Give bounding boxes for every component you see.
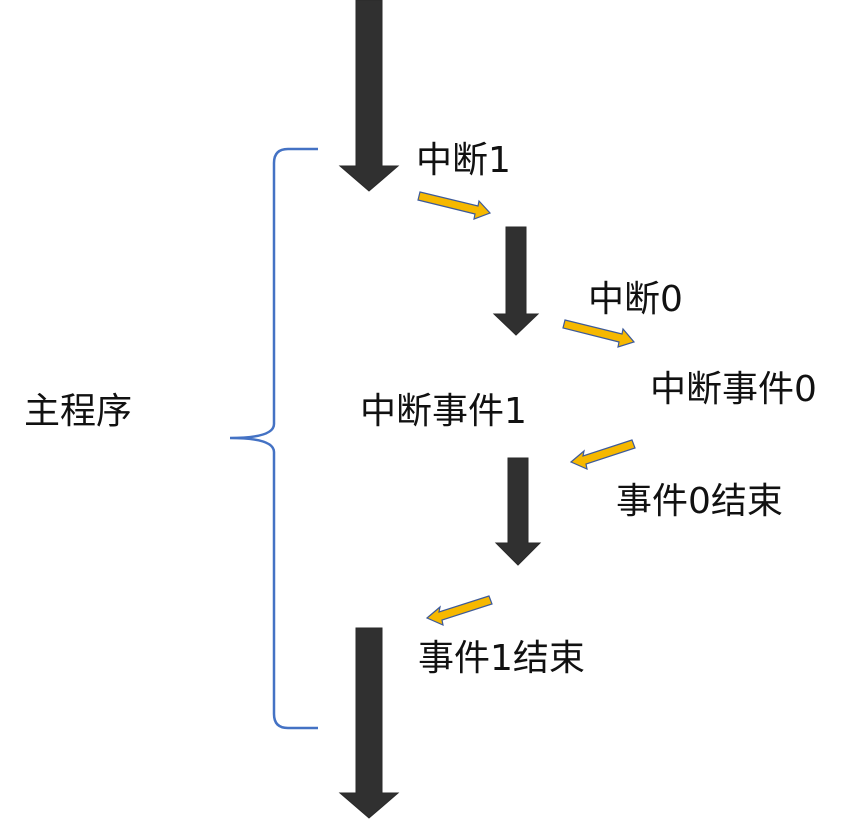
interrupt-event-1-label: 中断事件1 bbox=[360, 391, 527, 432]
event1-return-arrow bbox=[425, 595, 493, 627]
main-program-label: 主程序 bbox=[24, 391, 133, 432]
interrupt1-transfer-arrow bbox=[417, 191, 492, 220]
main-program-brace bbox=[229, 147, 318, 730]
event-1-end-label: 事件1结束 bbox=[418, 638, 585, 679]
main-flow-arrow-bottom bbox=[338, 627, 400, 819]
event1-flow-arrow-lower bbox=[494, 457, 542, 566]
interrupt-1-label: 中断1 bbox=[416, 140, 511, 181]
main-flow-arrow-top bbox=[338, 0, 400, 192]
event0-return-arrow bbox=[569, 439, 636, 471]
interrupt-0-label: 中断0 bbox=[588, 279, 683, 320]
interrupt0-transfer-arrow bbox=[562, 319, 636, 348]
event1-flow-arrow-upper bbox=[492, 226, 540, 336]
interrupt-event-0-label: 中断事件0 bbox=[650, 369, 817, 410]
event-0-end-label: 事件0结束 bbox=[616, 481, 783, 522]
